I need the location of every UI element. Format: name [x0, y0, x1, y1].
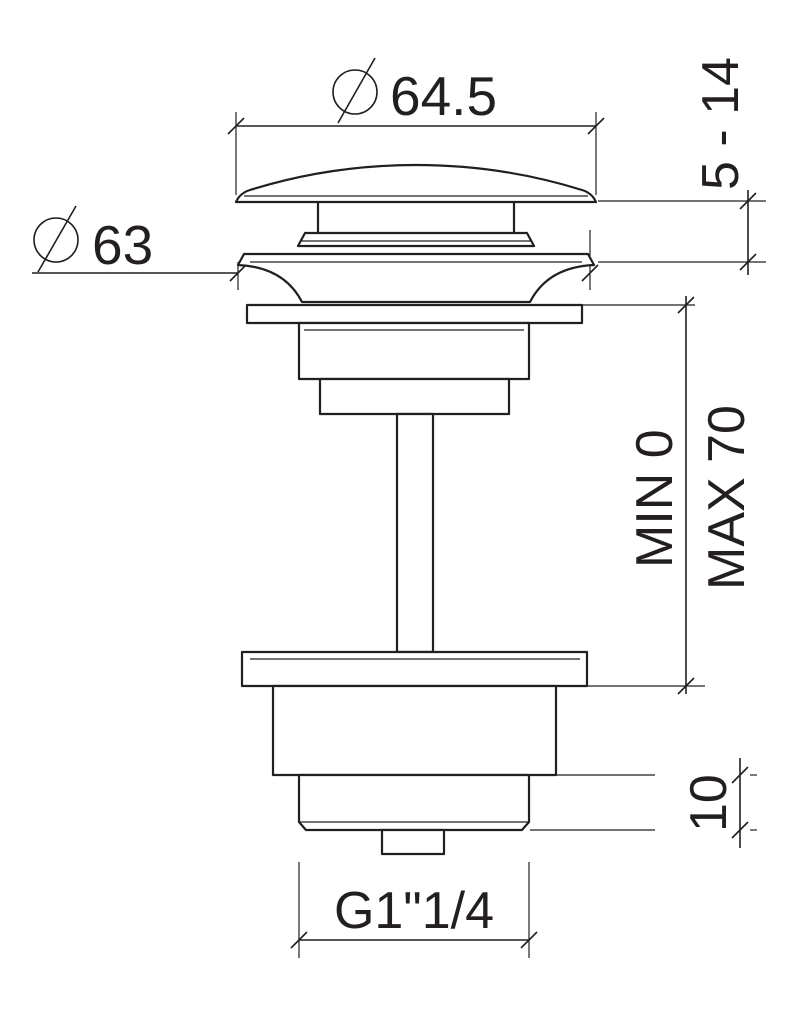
cap-stem	[316, 198, 516, 236]
max-label: MAX 70	[698, 405, 756, 590]
dim-adjustment-range: MIN 0 MAX 70	[582, 296, 756, 695]
thread-length-label: 10	[680, 774, 738, 832]
diameter-symbol-icon	[33, 205, 79, 273]
cap-dome	[234, 163, 598, 204]
upper-body	[297, 321, 531, 381]
dim-thread-length: 10	[442, 758, 757, 848]
upper-plate	[245, 303, 584, 325]
dim-thread-size: G1"1/4	[290, 862, 538, 958]
threaded-rod	[395, 412, 435, 654]
dim-cap-diameter: 64.5	[227, 57, 605, 195]
basin-flange	[236, 252, 596, 304]
min-label: MIN 0	[626, 429, 684, 568]
upper-collar	[318, 377, 511, 416]
cap-height-label: 5 - 14	[692, 57, 750, 190]
pop-up-waste	[234, 163, 598, 856]
flange-diameter-label: 63	[92, 214, 153, 276]
cap-ring	[296, 231, 536, 248]
lower-body	[271, 684, 558, 777]
diameter-symbol-icon	[332, 57, 378, 124]
lock-nut	[240, 650, 589, 688]
dim-cap-height: 5 - 14	[598, 57, 766, 275]
thread-size-label: G1"1/4	[334, 882, 494, 940]
bottom-spigot	[380, 828, 446, 856]
cap-diameter-label: 64.5	[390, 65, 497, 127]
